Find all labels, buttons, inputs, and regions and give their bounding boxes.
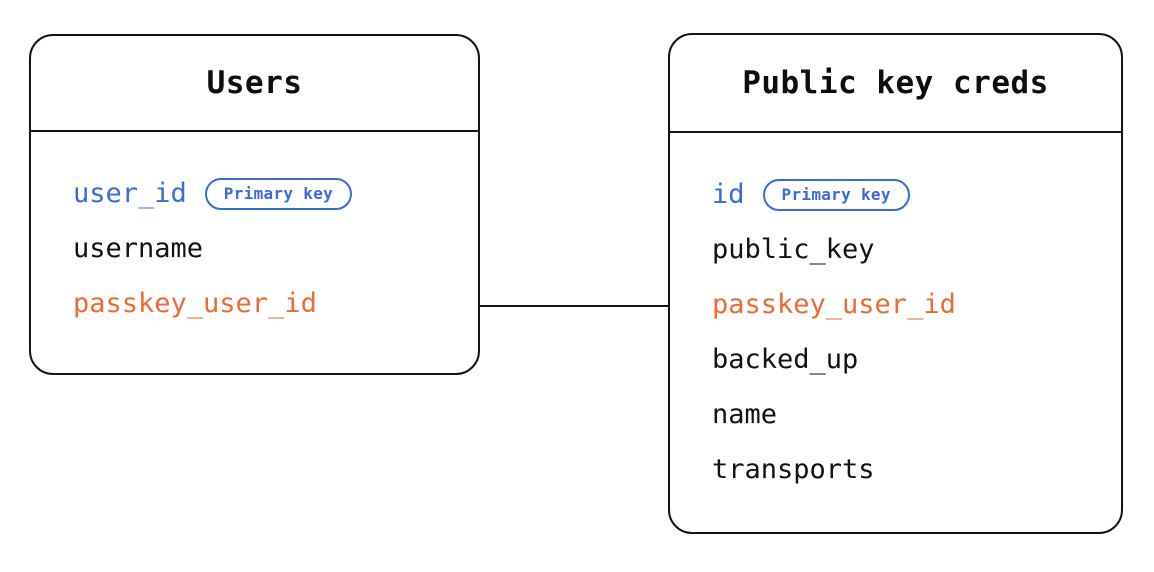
entity-title-users: Users: [206, 65, 303, 101]
entity-field-list-users: user_id Primary key username passkey_use…: [31, 132, 478, 373]
field-row-passkey-user-id-creds[interactable]: passkey_user_id: [712, 277, 1121, 332]
field-name-passkey-user-id: passkey_user_id: [712, 289, 956, 320]
field-name-username: username: [73, 233, 204, 264]
field-row-transports[interactable]: transports: [712, 442, 1121, 497]
primary-key-badge-label: Primary key: [781, 184, 891, 204]
entity-field-list-public-key-creds: id Primary key public_key passkey_user_i…: [670, 133, 1121, 532]
field-row-user-id[interactable]: user_id Primary key: [73, 166, 478, 221]
field-name-name: name: [712, 399, 778, 430]
field-row-public-key[interactable]: public_key: [712, 222, 1121, 277]
entity-title-public-key-creds: Public key creds: [742, 65, 1049, 101]
field-name-transports: transports: [712, 454, 875, 485]
field-name-user-id: user_id: [73, 178, 187, 209]
field-row-passkey-user-id-users[interactable]: passkey_user_id: [73, 276, 478, 331]
field-name-backed-up: backed_up: [712, 344, 859, 375]
entity-box-users[interactable]: Users user_id Primary key username passk…: [29, 34, 480, 375]
primary-key-badge-user-id: Primary key: [204, 177, 353, 210]
entity-header-users: Users: [31, 36, 478, 132]
primary-key-badge-id: Primary key: [762, 178, 910, 211]
field-name-public-key: public_key: [712, 234, 875, 265]
field-row-id[interactable]: id Primary key: [712, 167, 1121, 222]
field-row-backed-up[interactable]: backed_up: [712, 332, 1121, 387]
entity-header-public-key-creds: Public key creds: [670, 35, 1121, 133]
field-row-username[interactable]: username: [73, 221, 478, 276]
entity-box-public-key-creds[interactable]: Public key creds id Primary key public_k…: [668, 33, 1123, 534]
field-name-id: id: [712, 179, 745, 210]
relationship-connector-line: [478, 305, 670, 307]
field-name-passkey-user-id: passkey_user_id: [73, 288, 317, 319]
field-row-name[interactable]: name: [712, 387, 1121, 442]
primary-key-badge-label: Primary key: [223, 183, 334, 203]
